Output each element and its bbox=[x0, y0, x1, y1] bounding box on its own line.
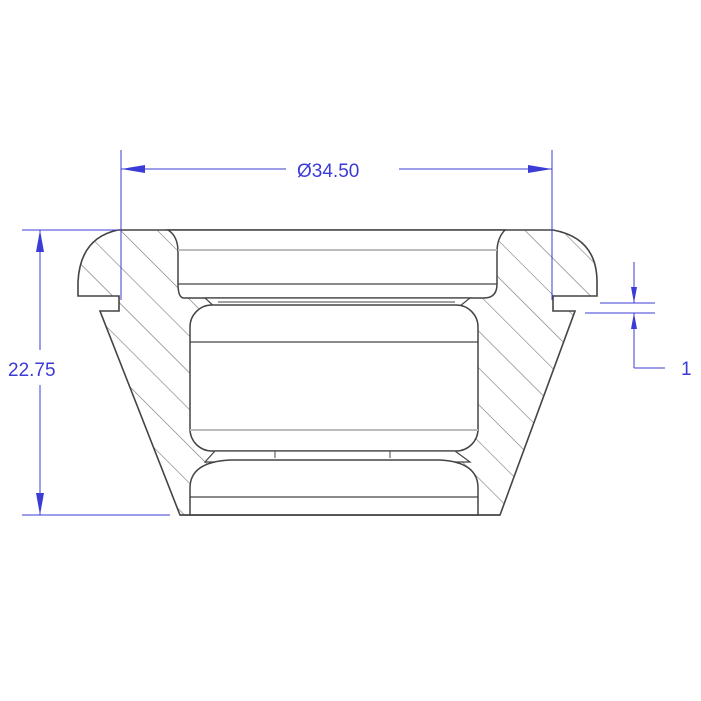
bottom-bore bbox=[189, 459, 479, 516]
step-label: 1 bbox=[681, 359, 692, 380]
diameter-label: Ø34.50 bbox=[297, 161, 359, 182]
step-dimension bbox=[585, 262, 665, 369]
diameter-dimension bbox=[120, 150, 553, 300]
height-dimension bbox=[22, 229, 170, 516]
top-bore bbox=[165, 229, 507, 299]
height-label: 22.75 bbox=[8, 360, 56, 381]
part-section bbox=[77, 229, 598, 516]
